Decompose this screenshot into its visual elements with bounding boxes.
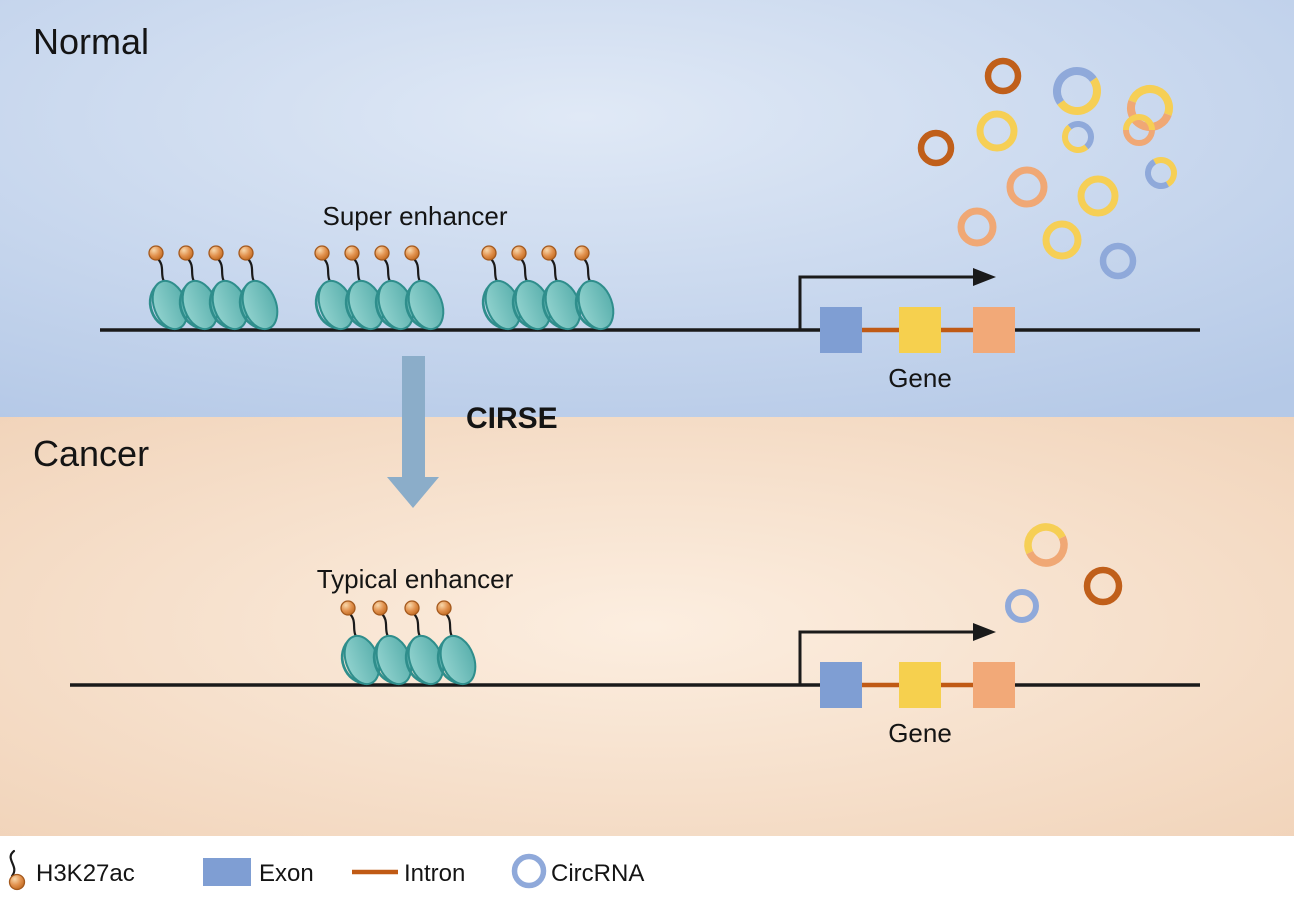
exon-icon [203,858,251,886]
super-enhancer-nucleosomes [141,244,621,337]
circrna-cluster-cancer [1005,523,1123,623]
h3k27ac-icon [8,849,26,891]
circrna-ring [1006,166,1048,208]
legend-label-circrna: CircRNA [551,860,644,887]
super-enhancer-label: Super enhancer [322,201,507,231]
cancer-panel-label: Cancer [33,433,149,474]
circrna-ring [917,129,955,167]
circrna-ring [976,110,1018,152]
circrna-icon [511,853,547,889]
cancer-panel-background [0,417,1294,836]
gene-label-normal: Gene [888,363,952,393]
legend-item-intron: Intron [352,860,465,887]
circrna-ring [1062,121,1094,153]
circrna-ring [984,57,1022,95]
circrna-ring [1127,85,1173,131]
typical-enhancer-label: Typical enhancer [317,564,514,594]
cirse-down-arrow-icon [387,356,439,508]
circrna-ring [1083,566,1123,606]
exon-orange [973,662,1015,708]
transcription-arrow-cancer [798,630,976,685]
circrna-ring [957,207,997,247]
circrna-ring [1099,242,1137,280]
gene-normal: Gene [798,268,1015,393]
circrna-ring [1077,175,1119,217]
normal-panel-background [0,0,1294,417]
exon-blue [820,662,862,708]
gene-cancer: Gene [798,623,1015,748]
gene-label-cancer: Gene [888,718,952,748]
circrna-ring [1024,523,1068,567]
normal-panel-label: Normal [33,21,149,62]
circrna-ring [1042,220,1082,260]
exon-orange [973,307,1015,353]
cirse-label: CIRSE [466,402,558,435]
exon-yellow [899,307,941,353]
legend-item-circrna: CircRNA [511,853,644,889]
legend-item-exon: Exon [203,858,314,887]
legend: H3K27ac Exon Intron CircRNA [8,849,644,891]
exon-blue [820,307,862,353]
circrna-ring [1145,157,1177,189]
legend-label-intron: Intron [404,860,465,887]
exon-yellow [899,662,941,708]
circrna-ring [1005,589,1039,623]
transcription-arrowhead-cancer [973,623,996,641]
legend-label-h3k27ac: H3K27ac [36,860,135,887]
transcription-arrowhead-normal [973,268,996,286]
circrna-ring [1123,114,1155,146]
circrna-ring [1053,67,1101,115]
transcription-arrow-normal [798,275,976,330]
circrna-cluster-normal [917,57,1177,280]
legend-item-h3k27ac: H3K27ac [8,849,135,891]
legend-label-exon: Exon [259,860,314,887]
